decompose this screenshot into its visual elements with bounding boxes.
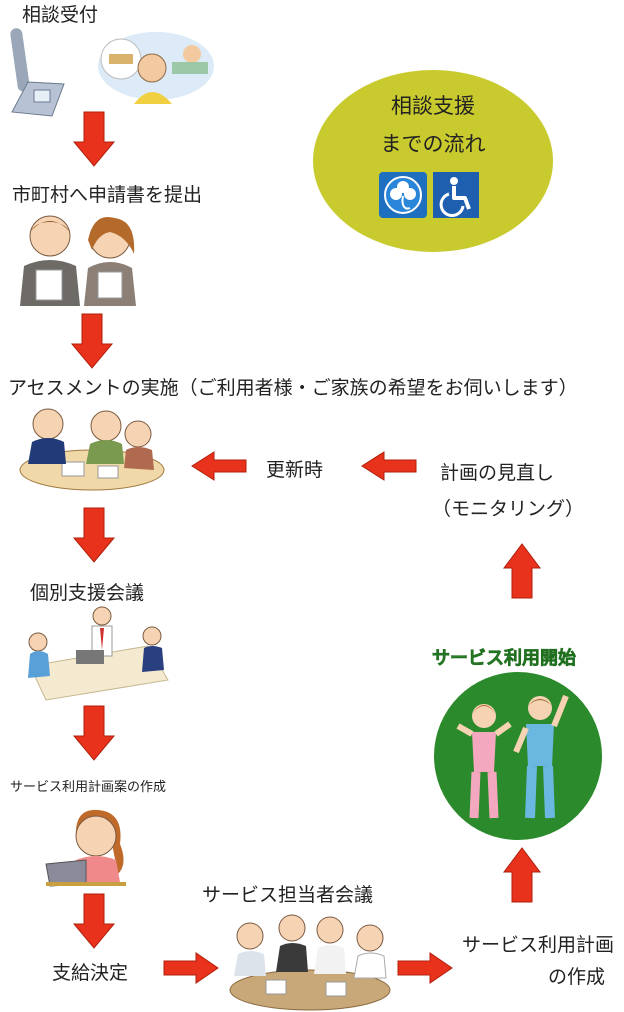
service-start-title: サービス利用開始 — [432, 648, 577, 670]
step-decision-label: 支給決定 — [52, 962, 129, 984]
step-plan-line1: サービス利用計画 — [462, 934, 615, 956]
step-renewal-label: 更新時 — [266, 459, 324, 481]
step-meeting-label: 個別支援会議 — [30, 582, 145, 604]
arrow-left-2 — [191, 451, 247, 481]
wheelchair-icon — [433, 172, 479, 218]
arrow-down-5 — [72, 893, 116, 949]
staff-meeting-illustration — [229, 914, 391, 1011]
consultation-phone-illustration — [10, 28, 214, 117]
step-plan-line2: の作成 — [548, 966, 606, 988]
step-consult-label: 相談受付 — [22, 4, 99, 26]
arrow-right-2 — [397, 952, 453, 984]
step-assessment-label: アセスメントの実施（ご利用者様・ご家族の希望をお伺いします） — [8, 377, 578, 399]
arrow-up-1 — [503, 847, 541, 903]
step-apply-label: 市町村へ申請書を提出 — [12, 184, 203, 206]
applicants-illustration — [20, 215, 136, 306]
step-review-line2: （モニタリング） — [432, 498, 585, 520]
planner-illustration — [45, 809, 126, 887]
title-line1: 相談支援 — [391, 94, 475, 118]
assessment-illustration — [19, 408, 165, 491]
service-start-circle — [434, 672, 602, 840]
arrow-right-1 — [163, 952, 219, 984]
arrow-down-2 — [70, 313, 114, 369]
meeting-illustration — [28, 606, 169, 701]
arrow-down-3 — [72, 507, 116, 563]
arrow-left-1 — [361, 451, 417, 481]
clover-icon — [379, 172, 427, 218]
step-review-line1: 計画の見直し — [440, 462, 555, 484]
arrow-up-2 — [503, 543, 541, 599]
title-oval: 相談支援 までの流れ — [313, 70, 553, 252]
arrow-down-4 — [72, 705, 116, 761]
step-draft-plan-label: サービス利用計画案の作成 — [10, 780, 167, 795]
step-staff-meeting-label: サービス担当者会議 — [202, 884, 374, 906]
title-line2: までの流れ — [380, 132, 486, 156]
arrow-down-1 — [72, 111, 116, 167]
